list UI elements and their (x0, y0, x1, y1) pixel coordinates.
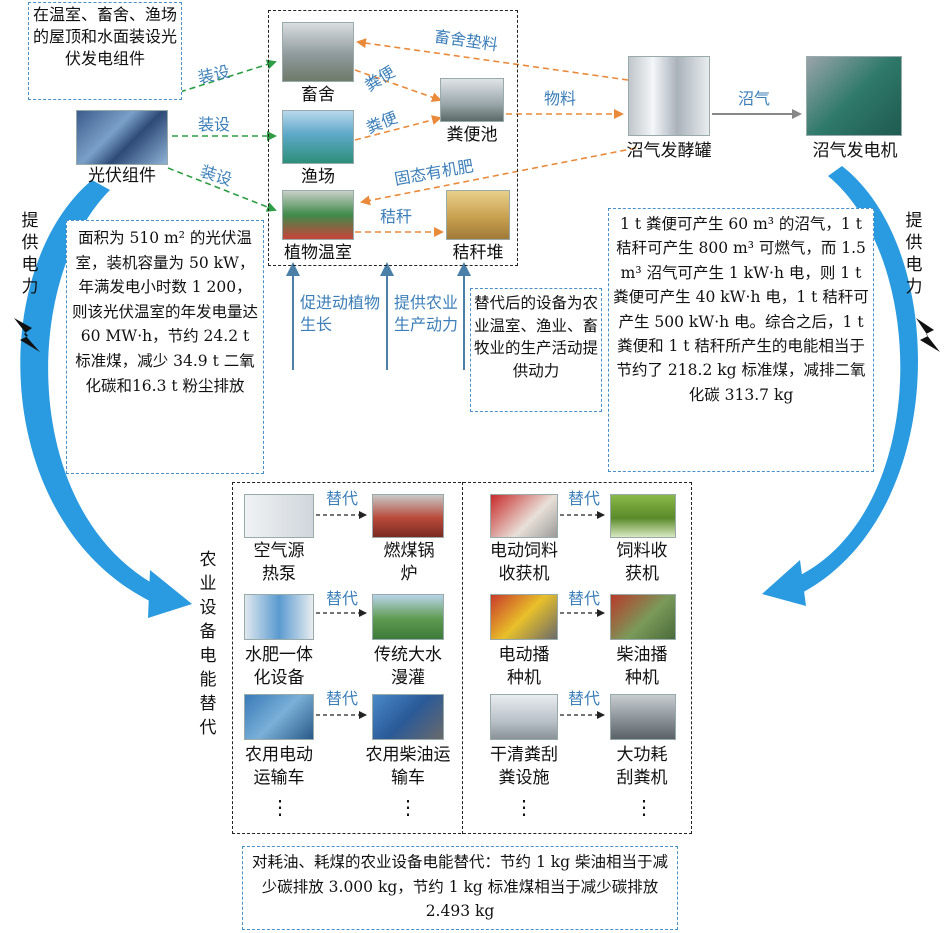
digester-label: 沼气发酵罐 (626, 141, 712, 161)
harvester-label: 饲料收获机 (616, 541, 668, 584)
provide-power-text: 提供农业生产动力 (394, 293, 459, 334)
straw-pile-image (446, 190, 510, 240)
fishery-label: 渔场 (301, 167, 335, 187)
biogas-stats-text: 1 t 粪便可产生 60 m³ 的沼气，1 t 秸秆可产生 800 m³ 可燃气… (613, 215, 869, 404)
ellipsis-l1: ⋮ (270, 795, 290, 819)
promote-growth-text: 促进动植物生长 (300, 293, 381, 334)
install-label-2: 装设 (197, 115, 230, 134)
biogas-label: 沼气 (737, 89, 770, 108)
barn-image (282, 22, 354, 82)
manure-pool-image (440, 78, 504, 122)
replace-label-r1: 替代 (567, 489, 600, 508)
greenhouse-label: 植物温室 (284, 243, 352, 263)
greenhouse-image (282, 190, 354, 240)
pv-stats-box (66, 220, 264, 474)
flood-irrigation-image (372, 594, 444, 640)
biogas-stats-box (608, 208, 874, 472)
barn-label: 畜舍 (301, 85, 335, 105)
pv-module-label: 光伏组件 (88, 166, 156, 186)
diesel-transport-label: 农用柴油运输车 (365, 745, 451, 788)
e-seeder-label: 电动播种机 (498, 645, 550, 688)
fishery-image (282, 110, 354, 164)
install-arrow-barn (179, 59, 277, 93)
supply-power-right: 提供电力 (905, 211, 923, 297)
right-curved-arrow (790, 166, 919, 596)
bottom-note-text: 对耗油、耗煤的农业设备电能替代：节约 1 kg 柴油相当于减少碳排放 3.000… (252, 853, 668, 920)
diesel-seeder-label: 柴油播种机 (616, 645, 668, 688)
power-scraper-label: 大功耗刮粪机 (616, 745, 668, 788)
replace-label-l3: 替代 (325, 689, 358, 708)
pv-install-note-box (28, 2, 182, 100)
dry-scraper-image (490, 694, 558, 740)
e-harvester-label: 电动饲料收获机 (490, 541, 558, 584)
coal-boiler-label: 燃煤锅炉 (383, 541, 435, 584)
air-heat-pump-label: 空气源热泵 (253, 541, 305, 584)
manure-arrow-barn (354, 69, 442, 103)
fertilizer-arrow (360, 147, 637, 206)
power-scraper-image (610, 694, 676, 740)
diesel-transport-image (372, 694, 444, 740)
diesel-seeder-image (610, 594, 676, 640)
water-fert-image (244, 594, 314, 640)
replace-label-r3: 替代 (567, 689, 600, 708)
bedding-arrow (356, 38, 629, 81)
left-curved-arrow (20, 180, 165, 606)
e-transport-image (244, 694, 314, 740)
lightning-icon-right (916, 318, 940, 352)
e-seeder-image (490, 594, 558, 640)
dry-scraper-label: 干清粪刮粪设施 (490, 745, 558, 788)
lightning-icon-left (14, 318, 40, 352)
manure-pool-label: 粪便池 (446, 125, 498, 145)
install-arrow-greenhouse (167, 167, 277, 212)
ellipsis-r1: ⋮ (514, 795, 534, 819)
farm-center-box (268, 10, 518, 266)
coal-boiler-image (372, 494, 444, 538)
flood-irrigation-label: 传统大水漫灌 (374, 645, 442, 688)
replace-label-r2: 替代 (567, 589, 600, 608)
material-label: 物料 (543, 89, 576, 108)
straw-pile-label: 秸秆堆 (452, 243, 504, 263)
provide-power-label: 提供农业生产动力 (394, 292, 462, 336)
pv-stats-text: 面积为 510 m² 的光伏温室，装机容量为 50 kW，年满发电小时数 1 2… (72, 229, 259, 395)
equipment-divider (462, 482, 463, 834)
generator-image (806, 56, 902, 136)
straw-label: 秸秆 (379, 207, 412, 226)
promote-growth-label: 促进动植物生长 (300, 292, 380, 336)
harvester-image (610, 494, 676, 538)
pv-module-image (76, 110, 168, 165)
supply-power-left: 提供电力 (21, 211, 39, 297)
ellipsis-l2: ⋮ (398, 795, 418, 819)
replace-note-box (470, 288, 602, 412)
pv-install-note: 在温室、畜舍、渔场的屋顶和水面装设光伏发电组件 (32, 5, 177, 68)
generator-label: 沼气发电机 (812, 141, 898, 161)
manure-arrow-fishery (354, 115, 442, 141)
replace-title: 农业设备电能替代 (199, 550, 217, 738)
bottom-note-box (242, 846, 678, 930)
replace-label-l1: 替代 (325, 489, 358, 508)
replace-label-l2: 替代 (325, 589, 358, 608)
digester-image (628, 56, 710, 136)
e-transport-label: 农用电动运输车 (245, 745, 313, 788)
water-fert-label: 水肥一体化设备 (245, 645, 313, 688)
ellipsis-r2: ⋮ (634, 795, 654, 819)
e-harvester-image (490, 494, 558, 538)
air-heat-pump-image (244, 494, 314, 538)
replace-note-text: 替代后的设备为农业温室、渔业、畜牧业的生产活动提供动力 (474, 294, 599, 380)
